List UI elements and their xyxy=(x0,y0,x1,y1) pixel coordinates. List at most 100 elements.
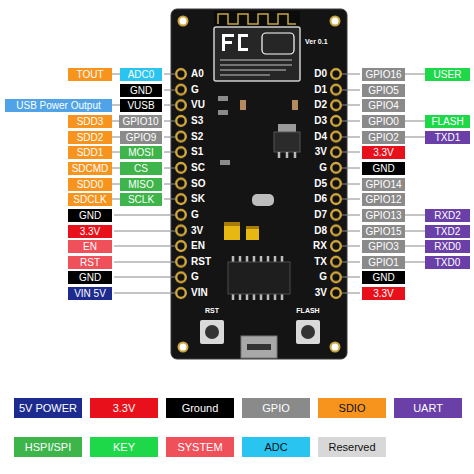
tag-text: GPIO12 xyxy=(365,193,401,206)
legend-swatch: SDIO xyxy=(318,398,386,418)
tag-text: VIN 5V xyxy=(74,287,106,300)
tag-text: GPIO16 xyxy=(365,68,401,81)
tag-text: TXD0 xyxy=(435,256,461,269)
pin-name: D3 xyxy=(314,115,327,127)
pin-tag: VIN 5V xyxy=(68,287,112,300)
tag-text: TOUT xyxy=(76,68,103,81)
tantalum-capacitor xyxy=(246,226,259,240)
pin-tag: SDCLK xyxy=(68,193,112,206)
pin-link xyxy=(112,152,120,153)
legend-swatch: 5V POWER xyxy=(14,398,82,418)
pin-name: S3 xyxy=(191,115,203,127)
pin-link xyxy=(112,137,120,138)
version-mark: Ver 0.1 xyxy=(305,38,328,46)
tag-text: SDD1 xyxy=(77,146,104,159)
legend-text: 5V POWER xyxy=(19,398,77,418)
legend-text: Ground xyxy=(182,398,219,418)
pin-tag: SDD3 xyxy=(68,115,112,128)
pin-tag: GPIO13 xyxy=(362,209,405,222)
pcb-board xyxy=(171,9,347,359)
tag-text: 3.3V xyxy=(373,287,394,300)
pin-name: TX xyxy=(314,256,327,268)
legend-swatch: KEY xyxy=(90,437,158,457)
tag-text: FLASH xyxy=(431,115,463,128)
legend-swatch: ADC xyxy=(242,437,310,457)
legend-text: SYSTEM xyxy=(177,437,222,457)
pin-tag: GPIO12 xyxy=(362,193,405,206)
tag-text: GPIO5 xyxy=(368,84,399,97)
legend-text: KEY xyxy=(113,437,135,457)
tag-text: GND xyxy=(372,162,394,175)
pin-tag: GND xyxy=(362,271,405,284)
tag-text: RST xyxy=(80,256,100,269)
wifi-logo xyxy=(262,33,294,54)
pin-tag: MISO xyxy=(120,178,162,191)
pin-tag: SDD0 xyxy=(68,178,112,191)
mount-hole xyxy=(179,17,188,26)
tantalum-capacitor xyxy=(224,222,240,240)
pin-name: SK xyxy=(191,193,205,205)
tag-text: SDD2 xyxy=(77,131,104,144)
pin-name: SO xyxy=(191,178,205,190)
pin-tag: USER xyxy=(425,68,470,81)
pin-link xyxy=(405,74,425,75)
voltage-regulator xyxy=(274,132,300,152)
tag-text: GPIO15 xyxy=(365,225,401,238)
pin-tag: RST xyxy=(68,256,112,269)
button-cap xyxy=(301,325,315,339)
button-label: RST xyxy=(205,307,219,315)
leader-line xyxy=(114,74,176,293)
legend-text: SDIO xyxy=(339,398,366,418)
tag-text: MISO xyxy=(128,178,154,191)
tag-text: GND xyxy=(79,271,101,284)
pin-link xyxy=(112,168,120,169)
tag-text: MOSI xyxy=(128,146,154,159)
pin-tag: RXD2 xyxy=(425,209,470,222)
legend-swatch: Ground xyxy=(166,398,234,418)
tag-text: USER xyxy=(434,68,462,81)
mount-hole xyxy=(331,343,340,352)
tag-text: GPIO10 xyxy=(122,115,158,128)
pin-tag: TXD2 xyxy=(425,225,470,238)
pin-name: G xyxy=(191,209,199,221)
tag-text: GPIO2 xyxy=(368,131,399,144)
tag-text: SDCLK xyxy=(73,193,106,206)
legend-text: HSPI/SPI xyxy=(25,437,71,457)
fc-mark xyxy=(222,34,248,51)
capacitor-stripe xyxy=(224,222,240,226)
tag-text: GND xyxy=(372,271,394,284)
tag-text: 3.3V xyxy=(373,146,394,159)
tag-text: USB Power Output xyxy=(16,99,100,112)
pcb-antenna xyxy=(218,14,296,24)
pin-link xyxy=(405,231,425,232)
tag-text: TXD2 xyxy=(435,225,461,238)
pin-tag: MOSI xyxy=(120,146,162,159)
pin-tag: GPIO16 xyxy=(362,68,405,81)
pin-tag: GPIO14 xyxy=(362,178,405,191)
leader-line xyxy=(342,74,360,293)
pin-tag: 3.3V xyxy=(362,146,405,159)
pin-name: VIN xyxy=(191,287,208,299)
regulator-tab xyxy=(278,124,296,132)
tag-text: GPIO4 xyxy=(368,99,399,112)
pin-name: VU xyxy=(191,99,205,111)
pin-name: G xyxy=(319,271,327,283)
module-print xyxy=(220,60,292,75)
pin-link xyxy=(112,199,120,200)
pin-name: RST xyxy=(191,256,211,268)
button-cap xyxy=(205,325,219,339)
pin-name: G xyxy=(319,162,327,174)
pin-tag: SDD2 xyxy=(68,131,112,144)
pin-tag: GPIO2 xyxy=(362,131,405,144)
pin-name: 3V xyxy=(191,225,203,237)
pin-name: A0 xyxy=(191,68,204,80)
pin-tag: GPIO9 xyxy=(120,131,162,144)
pin-tag: SCLK xyxy=(120,193,162,206)
pin-link xyxy=(112,184,120,185)
pin-tag: GND xyxy=(68,271,112,284)
pin-name: D6 xyxy=(314,193,327,205)
pin-tag: SDD1 xyxy=(68,146,112,159)
pin-tag: GPIO3 xyxy=(362,240,405,253)
pin-tag: 3.3V xyxy=(68,225,112,238)
pin-tag: TXD1 xyxy=(425,131,470,144)
